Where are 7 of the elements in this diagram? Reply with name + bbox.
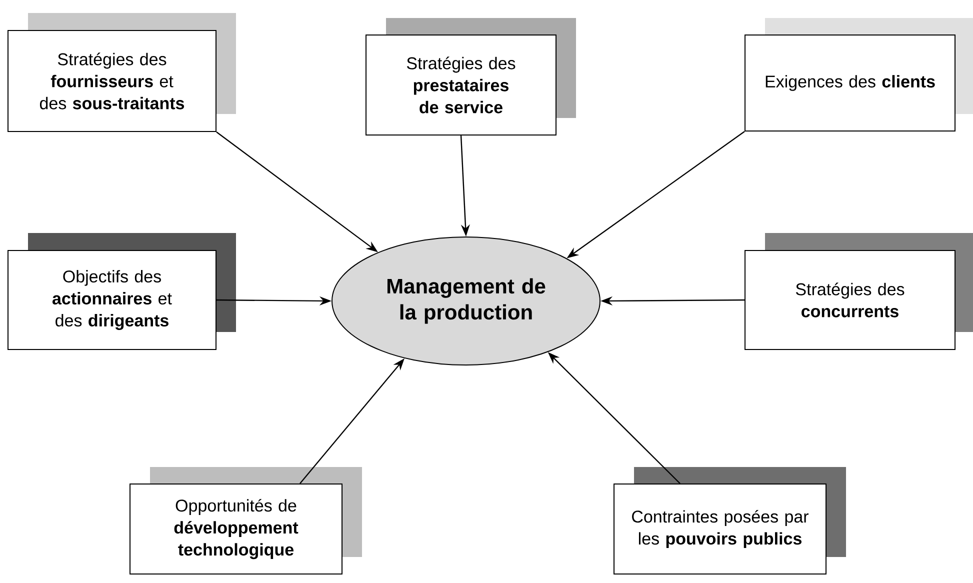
shadowed-box: Stratégies des fournisseurs et des sous-traitants	[8, 13, 236, 132]
shadowed-box: Opportunités de développement technologique	[130, 467, 362, 574]
shadowed-box: Contraintes posées par les pouvoirs publics	[614, 467, 846, 574]
shadowed-box: Stratégies des prestataires de service	[366, 18, 576, 136]
shadowed-box: Stratégies des concurrents	[744, 233, 973, 350]
shadowed-box: Exigences des clients	[744, 18, 973, 132]
shadowed-box: Objectifs des actionnaires et des dirigeants	[8, 233, 236, 350]
